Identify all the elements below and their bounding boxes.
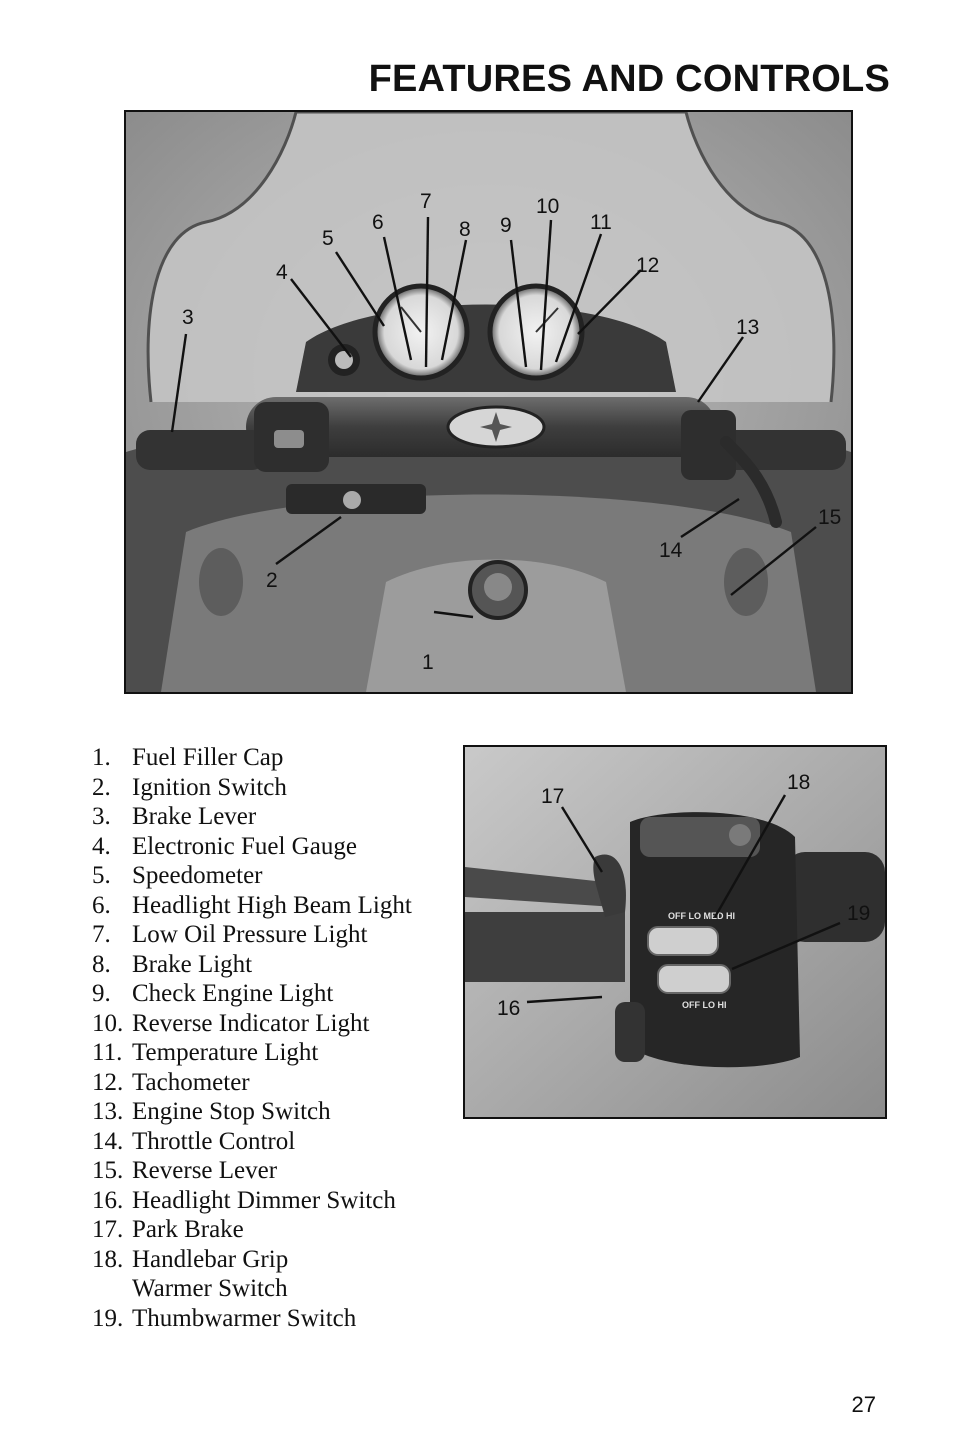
callout-12: 12	[636, 254, 659, 277]
callout-7: 7	[420, 190, 432, 213]
callout-19: 19	[847, 902, 870, 925]
legend-item: 4.Electronic Fuel Gauge	[92, 832, 357, 860]
callout-14: 14	[659, 539, 683, 562]
callout-9: 9	[500, 214, 512, 237]
callout-15: 15	[818, 506, 841, 529]
callout-10: 10	[536, 195, 559, 218]
callout-11: 11	[590, 211, 612, 234]
legend-item: 19.Thumbwarmer Switch	[92, 1304, 357, 1332]
legend-item: 8.Brake Light	[92, 950, 253, 978]
callout-13: 13	[736, 316, 759, 339]
legend-item: 3.Brake Lever	[92, 803, 257, 830]
callout-16: 16	[497, 997, 520, 1020]
legend-item: 1.Fuel Filler Cap	[92, 744, 284, 771]
callout-leaders	[170, 216, 817, 619]
control-detail-illustration: OFF LO MED HI OFF LO HI 16 17 18 19	[465, 747, 885, 1117]
features-legend: 1.Fuel Filler Cap 2.Ignition Switch 3.Br…	[92, 743, 412, 1333]
legend-item: 10.Reverse Indicator Light	[92, 1009, 370, 1037]
callout-2: 2	[266, 569, 278, 592]
detail-callout-leaders	[526, 794, 841, 1004]
legend-item: 16.Headlight Dimmer Switch	[92, 1186, 396, 1214]
legend-item: 18.Handlebar Grip Warmer Switch	[92, 1245, 289, 1303]
legend-item: 2.Ignition Switch	[92, 773, 287, 801]
page-number: 27	[851, 1392, 876, 1417]
legend-item: 14.Throttle Control	[92, 1127, 296, 1155]
legend-item: 9.Check Engine Light	[92, 980, 334, 1007]
legend-item: 12.Tachometer	[92, 1068, 250, 1096]
control-detail-photo: OFF LO MED HI OFF LO HI 16 17 18 19	[463, 745, 887, 1119]
legend-item: 11.Temperature Light	[92, 1039, 319, 1066]
dashboard-photo: 1 2 3 4 5 6 7 8 9 10 11 12 13 14 15	[124, 110, 853, 694]
legend-item: 7.Low Oil Pressure Light	[92, 921, 368, 948]
legend-item: 17.Park Brake	[92, 1216, 244, 1243]
switch-label-upper: OFF LO MED HI	[668, 911, 735, 921]
page-title: FEATURES AND CONTROLS	[368, 58, 890, 100]
callout-17: 17	[541, 785, 564, 808]
callout-6: 6	[372, 211, 384, 234]
legend-item: 5.Speedometer	[92, 862, 263, 889]
dashboard-illustration: 1 2 3 4 5 6 7 8 9 10 11 12 13 14 15	[126, 112, 851, 692]
callout-18: 18	[787, 771, 810, 794]
legend-item: 15.Reverse Lever	[92, 1157, 278, 1184]
legend-item: 6.Headlight High Beam Light	[92, 891, 412, 919]
switch-label-lower: OFF LO HI	[682, 1000, 727, 1010]
callout-4: 4	[276, 261, 288, 284]
callout-1: 1	[422, 651, 434, 674]
callout-5: 5	[322, 227, 334, 250]
callout-3: 3	[182, 306, 194, 329]
callout-8: 8	[459, 218, 471, 241]
legend-item: 13.Engine Stop Switch	[92, 1098, 331, 1125]
